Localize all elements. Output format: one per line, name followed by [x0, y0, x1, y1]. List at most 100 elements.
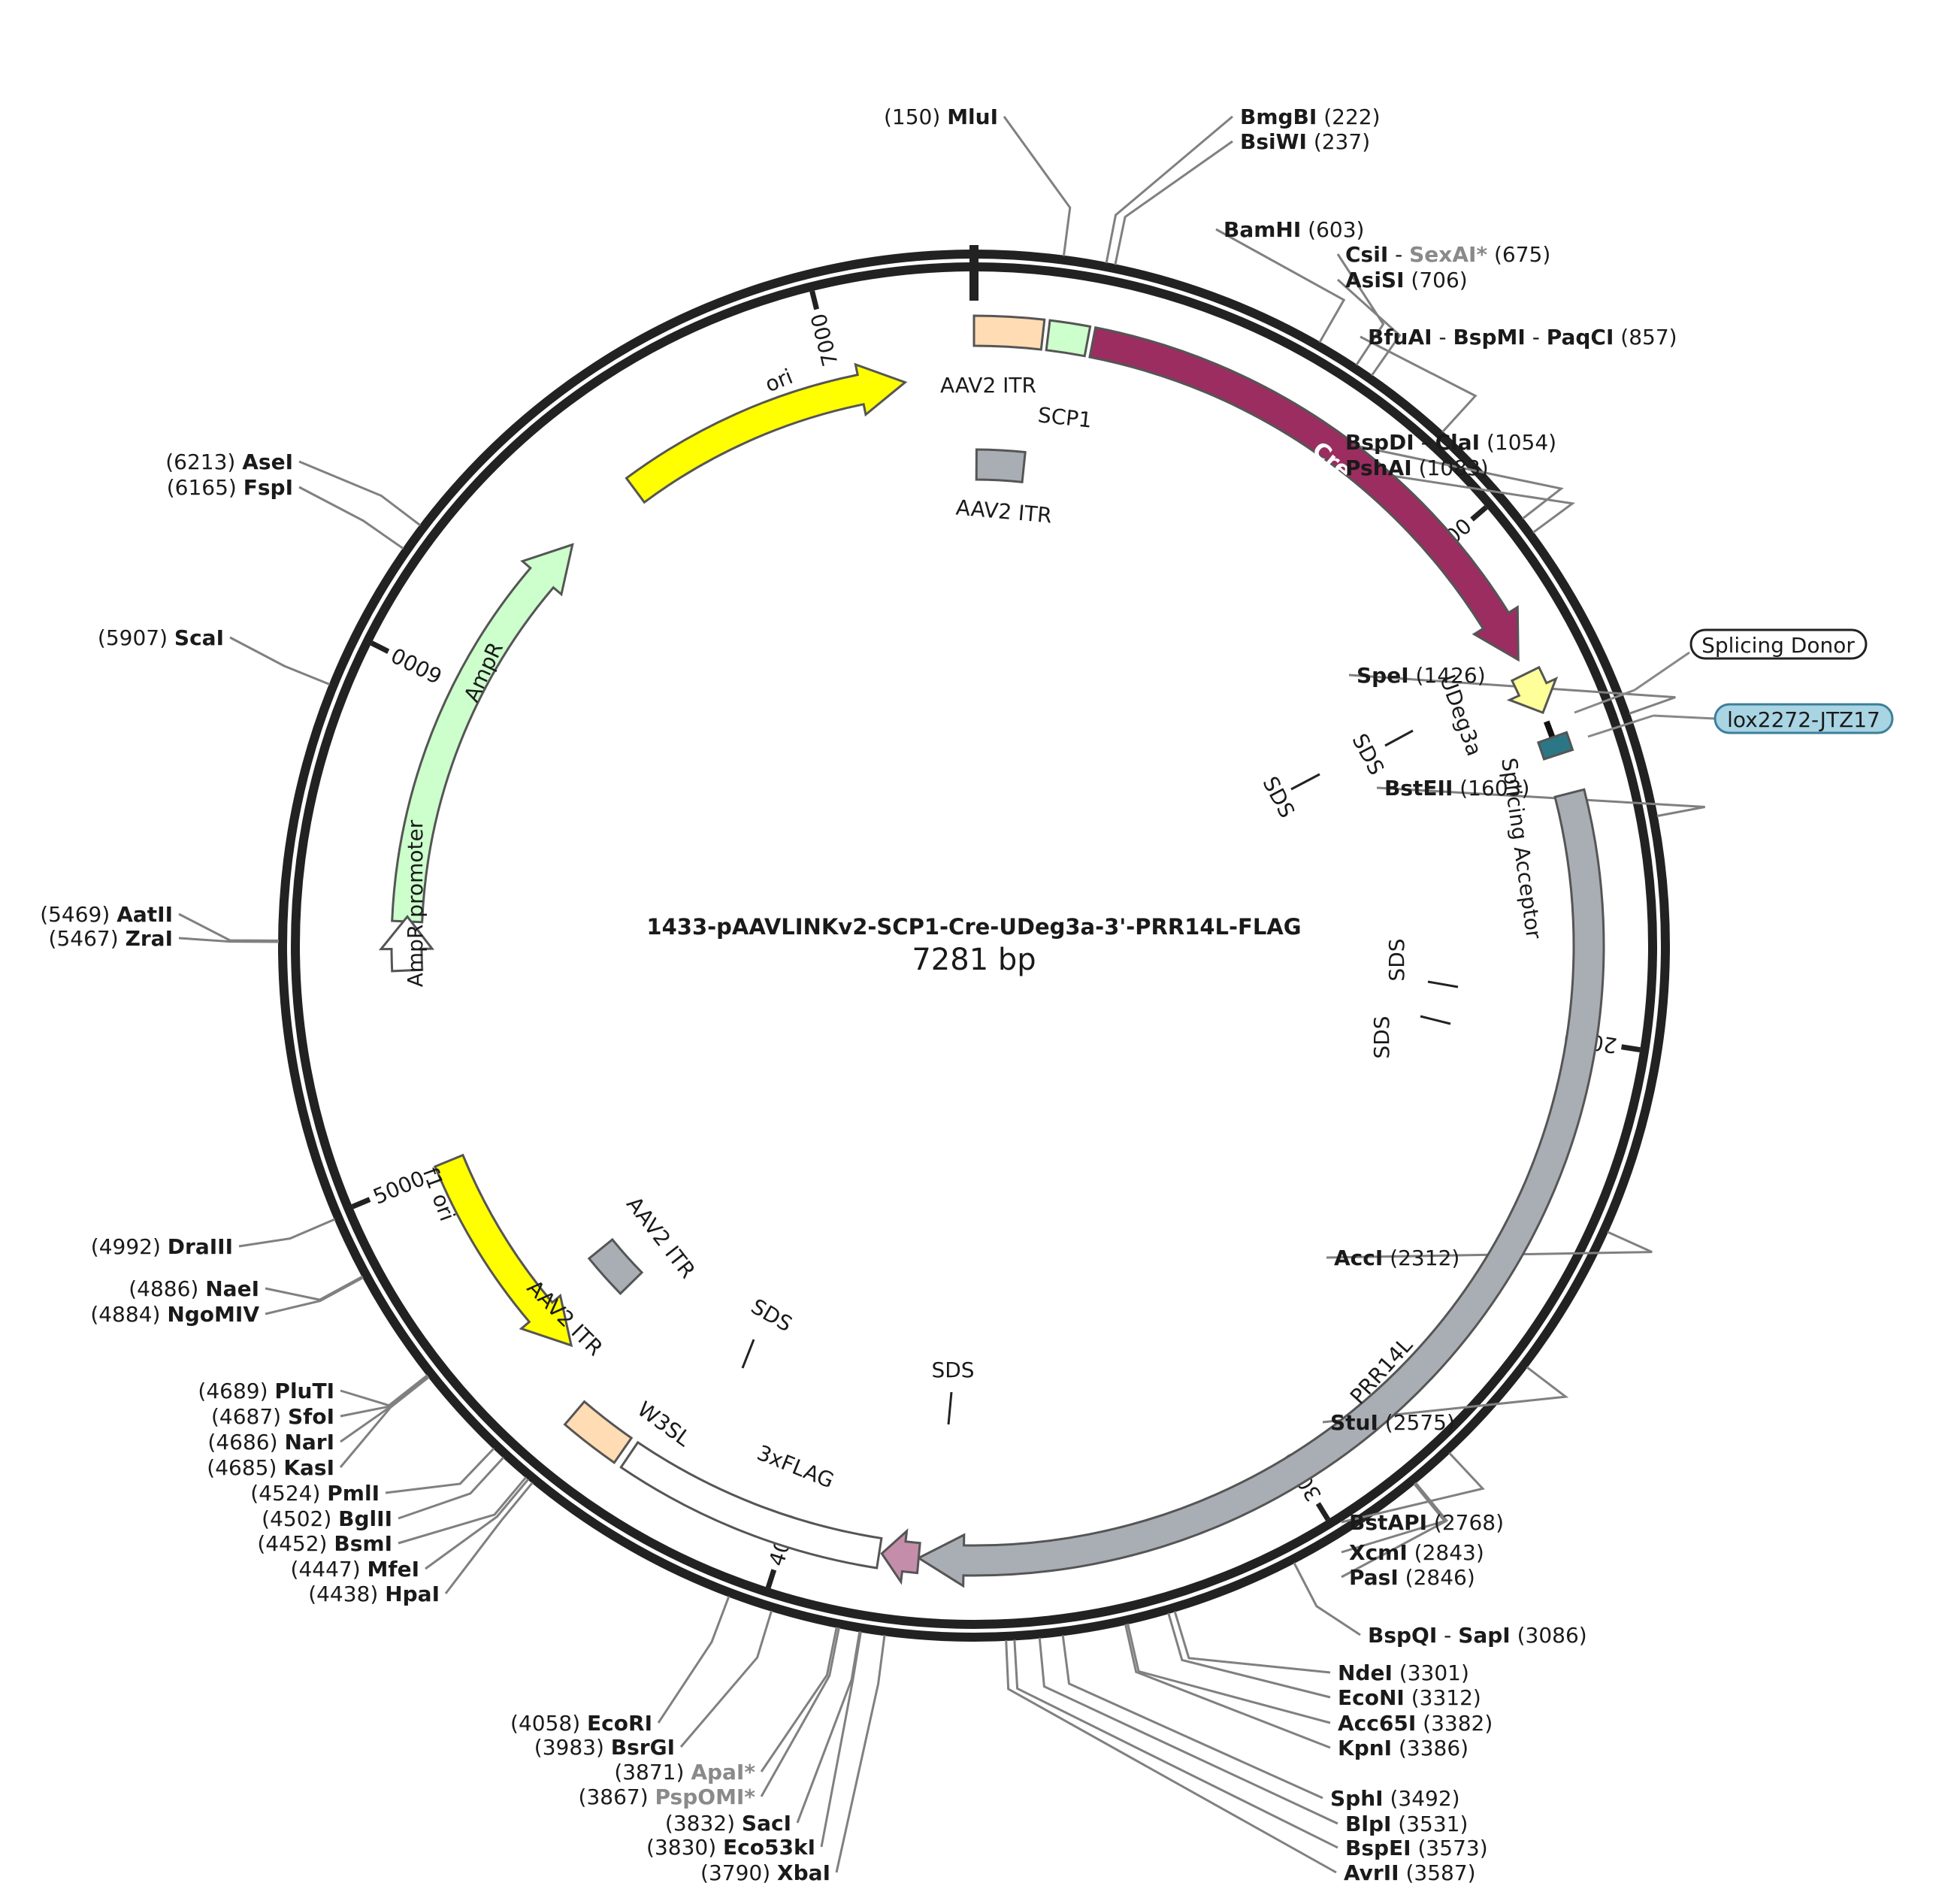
feature-lox2272-jtz17-7 — [1536, 731, 1574, 761]
site-leader-bmgbi — [1105, 115, 1233, 264]
feature-label-ampr-promoter: AmpR promoter — [403, 819, 428, 987]
site-label-sfoi: (4687) SfoI — [211, 1404, 334, 1429]
site-label-scai: (5907) ScaI — [98, 625, 224, 650]
tick-2000 — [1620, 1044, 1641, 1053]
site-leader-asei — [298, 460, 422, 527]
site-label-acc65i: Acc65I (3382) — [1338, 1711, 1493, 1736]
site-leader-pspomi — [760, 1627, 840, 1797]
features — [378, 314, 1605, 1588]
tick-5000 — [351, 1197, 371, 1209]
site-leader-ngomiv — [265, 1276, 364, 1315]
restriction-site-labels: (150) MluI BmgBI (222)BsiWI (237) BamHI (6… — [40, 104, 1677, 1885]
site-leader-pmli — [385, 1447, 495, 1494]
site-leader-draiii — [238, 1218, 336, 1248]
callout-lox2272-text: lox2272-JTZ17 — [1727, 707, 1880, 732]
sds-mark-6 — [947, 1391, 953, 1425]
feature-w3sl-10 — [619, 1440, 883, 1570]
site-leader-pasi — [1341, 1483, 1447, 1579]
feature-cre-3 — [1088, 325, 1520, 662]
site-leader-hpai — [444, 1482, 534, 1594]
feature-aav2-itr-1 — [972, 314, 1046, 351]
site-leader-pluti — [340, 1374, 428, 1407]
site-label-avrii: AvrII (3587) — [1344, 1860, 1476, 1885]
sds-mark-3 — [1427, 980, 1459, 988]
site-label-bmgbi: BmgBI (222) — [1240, 104, 1381, 129]
site-label-bglii: (4502) BglII — [262, 1506, 392, 1531]
callout-splicing-donor: Splicing Donor — [1574, 628, 1868, 714]
site-label-mlui: (150) MluI — [884, 104, 998, 129]
feature-3xflag-9 — [880, 1528, 921, 1585]
site-label-bspei: BspEI (3573) — [1345, 1836, 1488, 1860]
site-leader-xbai — [835, 1635, 886, 1873]
site-leader-avrii — [1005, 1639, 1337, 1874]
feature-aav2-itr-4 — [975, 448, 1027, 483]
sds-mark-4 — [1420, 1015, 1451, 1025]
feature-label-w3sl: W3SL — [633, 1397, 696, 1452]
site-label-zrai: (5467) ZraI — [49, 926, 173, 951]
site-leader-bspdi — [1337, 440, 1564, 520]
site-label-bamhi: BamHI (603) — [1223, 217, 1364, 242]
site-label-pshai: PshAI (1083) — [1345, 456, 1489, 480]
site-label-xcmi: XcmI (2843) — [1349, 1540, 1484, 1565]
callout-lox2272: lox2272-JTZ17 — [1587, 703, 1894, 738]
site-leader-bspei — [1013, 1639, 1338, 1849]
site-label-acci: AccI (2312) — [1334, 1246, 1459, 1270]
site-leader-eco53ki — [820, 1631, 862, 1848]
site-label-csii-sexai: CsiI - SexAI* (675) — [1345, 242, 1550, 267]
site-leader-blpi — [1038, 1637, 1338, 1825]
site-label-stui: StuI (2575) — [1330, 1410, 1455, 1435]
site-leader-econi — [1167, 1612, 1331, 1699]
site-leader-naei — [265, 1275, 364, 1301]
site-leader-bglii — [398, 1456, 505, 1520]
site-label-blpi: BlpI (3531) — [1345, 1812, 1468, 1836]
site-leader-stui — [1322, 1366, 1569, 1424]
feature-udeg3a-5 — [1506, 665, 1559, 715]
site-label-mfei: (4447) MfeI — [291, 1557, 419, 1582]
site-label-fspi: (6165) FspI — [167, 475, 293, 500]
plasmid-name: 1433-pAAVLINKv2-SCP1-Cre-UDeg3a-3'-PRR14… — [646, 914, 1301, 940]
site-label-naei: (4886) NaeI — [129, 1276, 259, 1301]
site-label-bstapi: BstAPI (2768) — [1349, 1510, 1504, 1535]
site-leader-bsrgi — [679, 1610, 773, 1748]
feature-scp1-2 — [1045, 319, 1092, 358]
site-label-bsiwi: BsiWI (237) — [1240, 129, 1370, 154]
site-leader-bfuai — [1360, 335, 1478, 433]
callout-splicing-donor-text: Splicing Donor — [1701, 633, 1855, 658]
site-leader-kpni — [1124, 1624, 1331, 1749]
feature-ampr-promoter-15 — [378, 914, 435, 973]
site-leader-sphi — [1061, 1635, 1323, 1800]
feature-label-aav2-itr-inner: AAV2 ITR — [955, 495, 1053, 528]
feature-label-aav2-itr-top: AAV2 ITR — [940, 373, 1036, 398]
feature-label-3xflag: 3xFLAG — [754, 1440, 838, 1494]
tick-7000 — [809, 290, 820, 310]
sds-mark-2 — [1290, 773, 1320, 791]
site-leader-bamhi — [1215, 228, 1346, 344]
sds-label-3: SDS — [1384, 938, 1409, 981]
site-label-hpai: (4438) HpaI — [308, 1582, 440, 1606]
feature-ori-0 — [625, 362, 908, 504]
site-label-draiii: (4992) DraIII — [91, 1234, 233, 1259]
site-label-pluti: (4689) PluTI — [198, 1379, 334, 1403]
plasmid-length: 7281 bp — [912, 943, 1036, 977]
site-label-aatii: (5469) AatII — [40, 902, 173, 927]
site-label-xbai: (3790) XbaI — [700, 1860, 830, 1885]
site-leader-mfei — [425, 1478, 530, 1570]
site-label-bsmi: (4452) BsmI — [257, 1531, 392, 1556]
site-leader-ecori — [657, 1596, 730, 1724]
site-label-pmli: (4524) PmlI — [250, 1481, 380, 1506]
site-label-bspdi-clai: BspDI - ClaI (1054) — [1345, 430, 1556, 455]
sds-label-2: SDS — [1257, 773, 1299, 822]
site-leader-apai — [760, 1627, 838, 1772]
site-leader-acc65i — [1127, 1623, 1331, 1724]
site-leader-lines — [178, 115, 1705, 1874]
site-leader-fspi — [298, 486, 404, 550]
site-label-asisi: AsiSI (706) — [1345, 268, 1468, 292]
tick-1000 — [1470, 505, 1488, 522]
site-label-ndei: NdeI (3301) — [1338, 1660, 1469, 1685]
feature-label-scp1: SCP1 — [1036, 402, 1093, 432]
site-leader-asisi — [1336, 278, 1402, 377]
site-label-bspqi-sapi: BspQI - SapI (3086) — [1368, 1623, 1587, 1648]
site-leader-pshai — [1337, 466, 1576, 534]
site-label-asei: (6213) AseI — [165, 450, 293, 474]
feature-aav2-itr-12 — [587, 1237, 644, 1296]
